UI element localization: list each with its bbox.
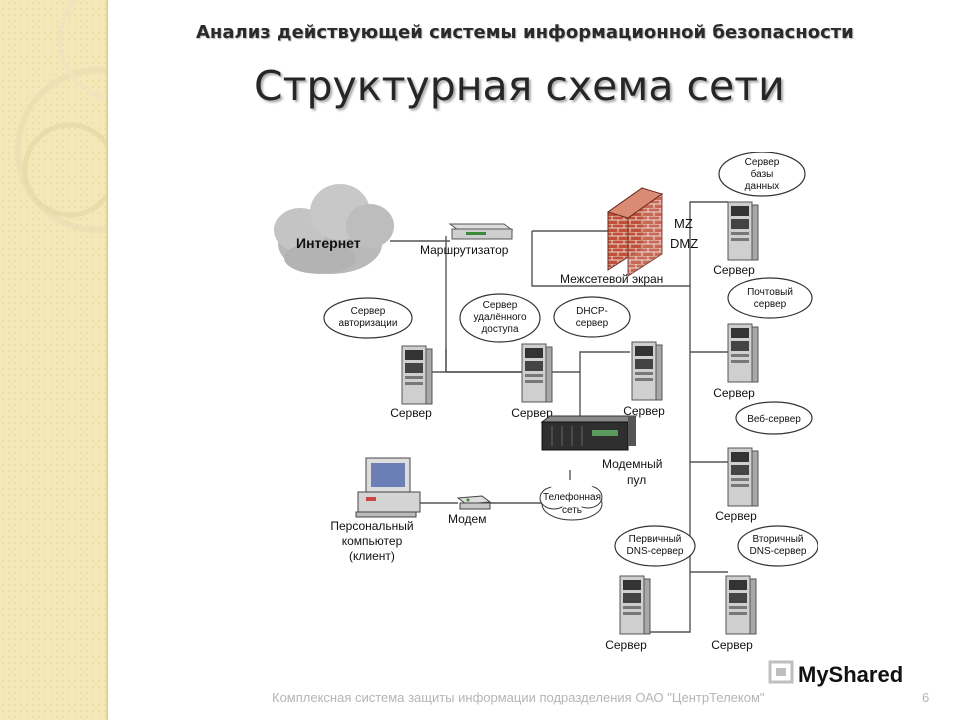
server-remote-label: Сервер bbox=[511, 406, 553, 420]
server-dns2-label: Сервер bbox=[711, 638, 753, 652]
pc-label-line2: компьютер bbox=[342, 534, 403, 548]
bubble-remote-line2: удалённого bbox=[473, 312, 526, 323]
server-dns1-label: Сервер bbox=[605, 638, 647, 652]
server-dhcp-icon bbox=[631, 341, 663, 401]
zone-dmz-label: DMZ bbox=[670, 236, 698, 251]
modem-icon: Модем bbox=[448, 495, 492, 526]
internet-cloud: Интернет bbox=[274, 184, 394, 274]
bubble-dhcp-line1: DHCP- bbox=[576, 306, 608, 317]
server-web-label: Сервер bbox=[715, 509, 757, 523]
firewall-icon: Межсетевой экран MZ DMZ bbox=[560, 187, 698, 286]
pc-label-line1: Персональный bbox=[330, 519, 413, 533]
bubble-db-line3: данных bbox=[745, 181, 780, 192]
slide-footer: Комплексная система защиты информации по… bbox=[272, 690, 765, 705]
bubble-db-line2: базы bbox=[751, 168, 774, 180]
modem-label: Модем bbox=[448, 512, 486, 526]
server-remote-icon bbox=[521, 343, 553, 403]
bubble-dhcp-line2: сервер bbox=[576, 318, 609, 329]
watermark: MyShared bbox=[768, 656, 928, 692]
network-diagram: Интернет Маршрутизатор Межсетевой экран … bbox=[270, 151, 819, 658]
server-auth-label: Сервер bbox=[390, 406, 432, 420]
bubble-mail-line1: Почтовый bbox=[747, 287, 793, 298]
bubble-db-line1: Сервер bbox=[745, 157, 780, 168]
server-mail-icon bbox=[727, 323, 759, 383]
router-icon: Маршрутизатор bbox=[420, 223, 514, 257]
firewall-label: Межсетевой экран bbox=[560, 272, 663, 286]
server-web-icon bbox=[727, 447, 759, 507]
bubble-mail-line2: сервер bbox=[754, 299, 787, 310]
watermark-logo: MyShared bbox=[768, 660, 903, 687]
bubble-dns2-line2: DNS-сервер bbox=[750, 546, 807, 557]
watermark-text: MyShared bbox=[798, 662, 903, 687]
modem-pool-icon: Модемный пул bbox=[540, 415, 662, 487]
server-db-icon bbox=[727, 201, 759, 261]
server-auth-icon bbox=[401, 345, 433, 405]
router-label: Маршрутизатор bbox=[420, 243, 509, 257]
server-dhcp-label: Сервер bbox=[623, 404, 665, 418]
phone-network-line2: сеть bbox=[562, 505, 582, 516]
bubble-auth-line2: авторизации bbox=[339, 318, 398, 329]
bubble-dns2-line1: Вторичный bbox=[752, 534, 803, 545]
internet-label: Интернет bbox=[296, 235, 361, 251]
server-mail-label: Сервер bbox=[713, 386, 755, 400]
phone-network-cloud: Телефонная сеть bbox=[539, 480, 603, 521]
server-db-label: Сервер bbox=[713, 263, 755, 277]
phone-network-line1: Телефонная bbox=[543, 491, 601, 503]
annotation-bubbles bbox=[323, 151, 819, 567]
server-dns1-icon bbox=[619, 575, 651, 635]
page-number: 6 bbox=[922, 690, 930, 705]
bubble-remote-line3: доступа bbox=[481, 324, 519, 335]
zone-mz-label: MZ bbox=[674, 216, 693, 231]
pc-icon: Персональный компьютер (клиент) bbox=[330, 457, 421, 563]
bubble-web-line1: Веб-сервер bbox=[747, 413, 801, 425]
pc-label-line3: (клиент) bbox=[349, 549, 395, 563]
modem-pool-line1: Модемный bbox=[602, 457, 662, 471]
slide-title: Структурная схема сети bbox=[254, 62, 785, 110]
server-labels: Сервер Сервер Сервер Сервер Сервер Серве… bbox=[390, 263, 757, 652]
bubble-auth-line1: Сервер bbox=[351, 306, 386, 317]
modem-pool-line2: пул bbox=[627, 473, 646, 487]
slide-subtitle: Анализ действующей системы информационно… bbox=[196, 22, 854, 43]
bubble-remote-line1: Сервер bbox=[483, 300, 518, 311]
bubble-dns1-line1: Первичный bbox=[629, 534, 682, 545]
bubble-dns1-line2: DNS-сервер bbox=[627, 546, 684, 557]
sidebar-decoration bbox=[0, 0, 108, 720]
network-diagram-svg: Интернет Маршрутизатор Межсетевой экран … bbox=[274, 151, 819, 652]
bubble-texts: Сервер базы данных Почтовый сервер Серве… bbox=[339, 157, 807, 557]
circle-ornament bbox=[15, 0, 106, 233]
server-dns2-icon bbox=[725, 575, 757, 635]
